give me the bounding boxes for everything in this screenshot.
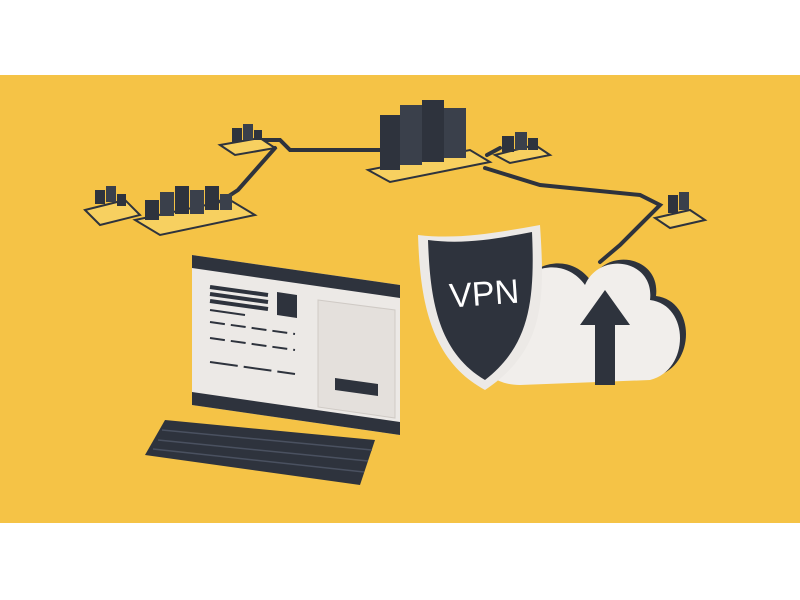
server-node-center-large (365, 100, 493, 184)
window-text-lines (209, 285, 296, 375)
upload-arrow-icon (580, 290, 630, 385)
vpn-shield: VPN (418, 225, 542, 390)
server-node-left-small (83, 186, 142, 227)
vpn-label: VPN (448, 273, 520, 316)
server-node-left-large (132, 186, 258, 237)
server-node-top-right (492, 132, 553, 165)
keyboard (145, 420, 375, 485)
computer-monitor (192, 255, 400, 435)
server-node-top-left (217, 124, 278, 157)
vpn-illustration: VPN (0, 75, 800, 523)
cloud-upload (481, 259, 686, 385)
server-node-right (652, 192, 708, 230)
